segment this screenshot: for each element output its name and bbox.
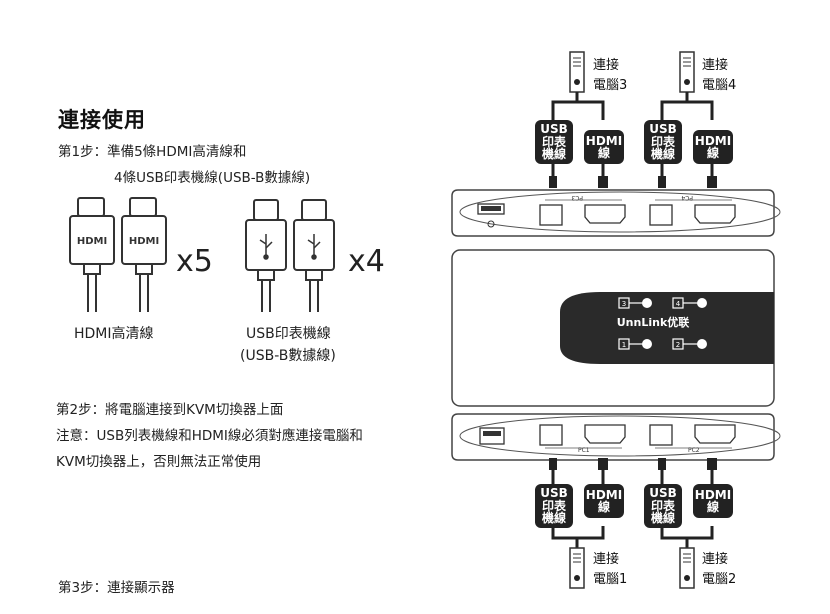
tag-hdmi-line2: 線 [706,146,719,160]
tag-usb-line1: USB [649,122,677,137]
usb-cable-left [245,199,287,312]
tag-hdmi-pc4: HDMI 線 [693,130,733,164]
pc2-connect-text: 連接 [702,552,729,567]
button-1-label: 1 [622,341,626,349]
tag-usb-line2: 印表 [650,498,675,513]
tag-usb-line3: 機線 [541,147,566,162]
button-3-label: 3 [622,300,626,308]
step2-line3: KVM切換器上，否則無法正常使用 [56,454,262,470]
kvm-bottom-panel [451,413,781,461]
hdmi-multiplier: x5 [176,244,213,279]
tag-usb-line2: 印表 [650,134,675,149]
pc1-tower-icon [569,547,585,589]
tag-hdmi-pc2: HDMI 線 [693,484,733,518]
switch-buttons [618,297,707,350]
usb-cables-illustration [245,199,335,312]
tag-usb-line3: 機線 [541,511,566,526]
button-4-label: 4 [676,300,681,308]
pc3-label: 連接 電腦3 [593,56,627,96]
hdmi-cable-right [121,197,167,312]
usb-symbol-icon [259,234,273,260]
brand-logo: UnnLink优联 [617,315,690,329]
hdmi-cable-label: HDMI高清線 [74,326,154,342]
tag-hdmi-line2: 線 [597,500,610,514]
button-2-label: 2 [676,341,680,349]
kvm-diagram: PC3 PC4 3 4 1 2 UnnLink优联 PC1 PC2 [451,51,781,589]
pc3-tower-icon [569,51,585,93]
kvm-main-body [451,249,775,407]
tag-hdmi-line1: HDMI [585,133,623,148]
tag-usb-line1: USB [540,486,568,501]
tag-usb-pc3: USB 印表 機線 [535,120,573,164]
tag-usb-line2: 印表 [541,498,566,513]
step2-line2: 注意：USB列表機線和HDMI線必須對應連接電腦和 [56,428,363,444]
bottom-plugs [549,458,717,470]
tag-usb-pc4: USB 印表 機線 [644,120,682,164]
port-label-pc1: PC1 [578,447,590,454]
tag-usb-pc1: USB 印表 機線 [535,484,573,528]
pc3-name-text: 電腦3 [593,78,628,93]
usb-cable-label-line1: USB印表機線 [246,326,331,342]
pc1-connect-text: 連接 [593,552,620,567]
pc2-name-text: 電腦2 [702,572,737,587]
tag-usb-line3: 機線 [650,147,675,162]
pc4-label: 連接 電腦4 [702,56,736,96]
tag-hdmi-pc3: HDMI 線 [584,130,624,164]
tag-usb-pc2: USB 印表 機線 [644,484,682,528]
pc2-label: 連接 電腦2 [702,550,736,590]
hdmi-plug-text-left: HDMI [77,236,107,247]
step3-line1: 第3步：連接顯示器 [58,580,175,596]
step2-line1: 第2步：將電腦連接到KVM切換器上面 [56,402,284,418]
usb-cable-label-line2: (USB-B數據線) [240,348,336,364]
pc1-label: 連接 電腦1 [593,550,627,590]
top-cables [551,92,714,180]
tag-hdmi-line1: HDMI [694,487,732,502]
tag-usb-line3: 機線 [650,511,675,526]
hdmi-cable-left [69,197,115,312]
step1-line2: 4條USB印表機線(USB-B數據線) [114,170,311,186]
tag-hdmi-pc1: HDMI 線 [584,484,624,518]
hdmi-plug-text-right: HDMI [129,236,159,247]
tag-hdmi-line2: 線 [706,500,719,514]
usb-symbol-icon [307,234,321,260]
pc4-tower-icon [679,51,695,93]
top-plugs [549,176,717,188]
tag-hdmi-line1: HDMI [585,487,623,502]
kvm-top-panel [451,189,781,237]
tag-hdmi-line2: 線 [597,146,610,160]
port-label-pc2: PC2 [688,447,700,454]
usb-multiplier: x4 [348,244,385,279]
bottom-cables [551,470,714,548]
port-label-pc4: PC4 [681,194,693,201]
tag-usb-line1: USB [649,486,677,501]
pc4-connect-text: 連接 [702,58,729,73]
page-title: 連接使用 [58,108,146,132]
pc4-name-text: 電腦4 [702,78,737,93]
step1-line1: 第1步：準備5條HDMI高清線和 [58,144,247,160]
pc2-tower-icon [679,547,695,589]
usb-cable-right [293,199,335,312]
port-label-pc3: PC3 [571,194,583,201]
pc3-connect-text: 連接 [593,58,620,73]
pc1-name-text: 電腦1 [593,572,628,587]
tag-usb-line1: USB [540,122,568,137]
tag-usb-line2: 印表 [541,134,566,149]
hdmi-cables-illustration: HDMI HDMI [69,197,167,312]
tag-hdmi-line1: HDMI [694,133,732,148]
